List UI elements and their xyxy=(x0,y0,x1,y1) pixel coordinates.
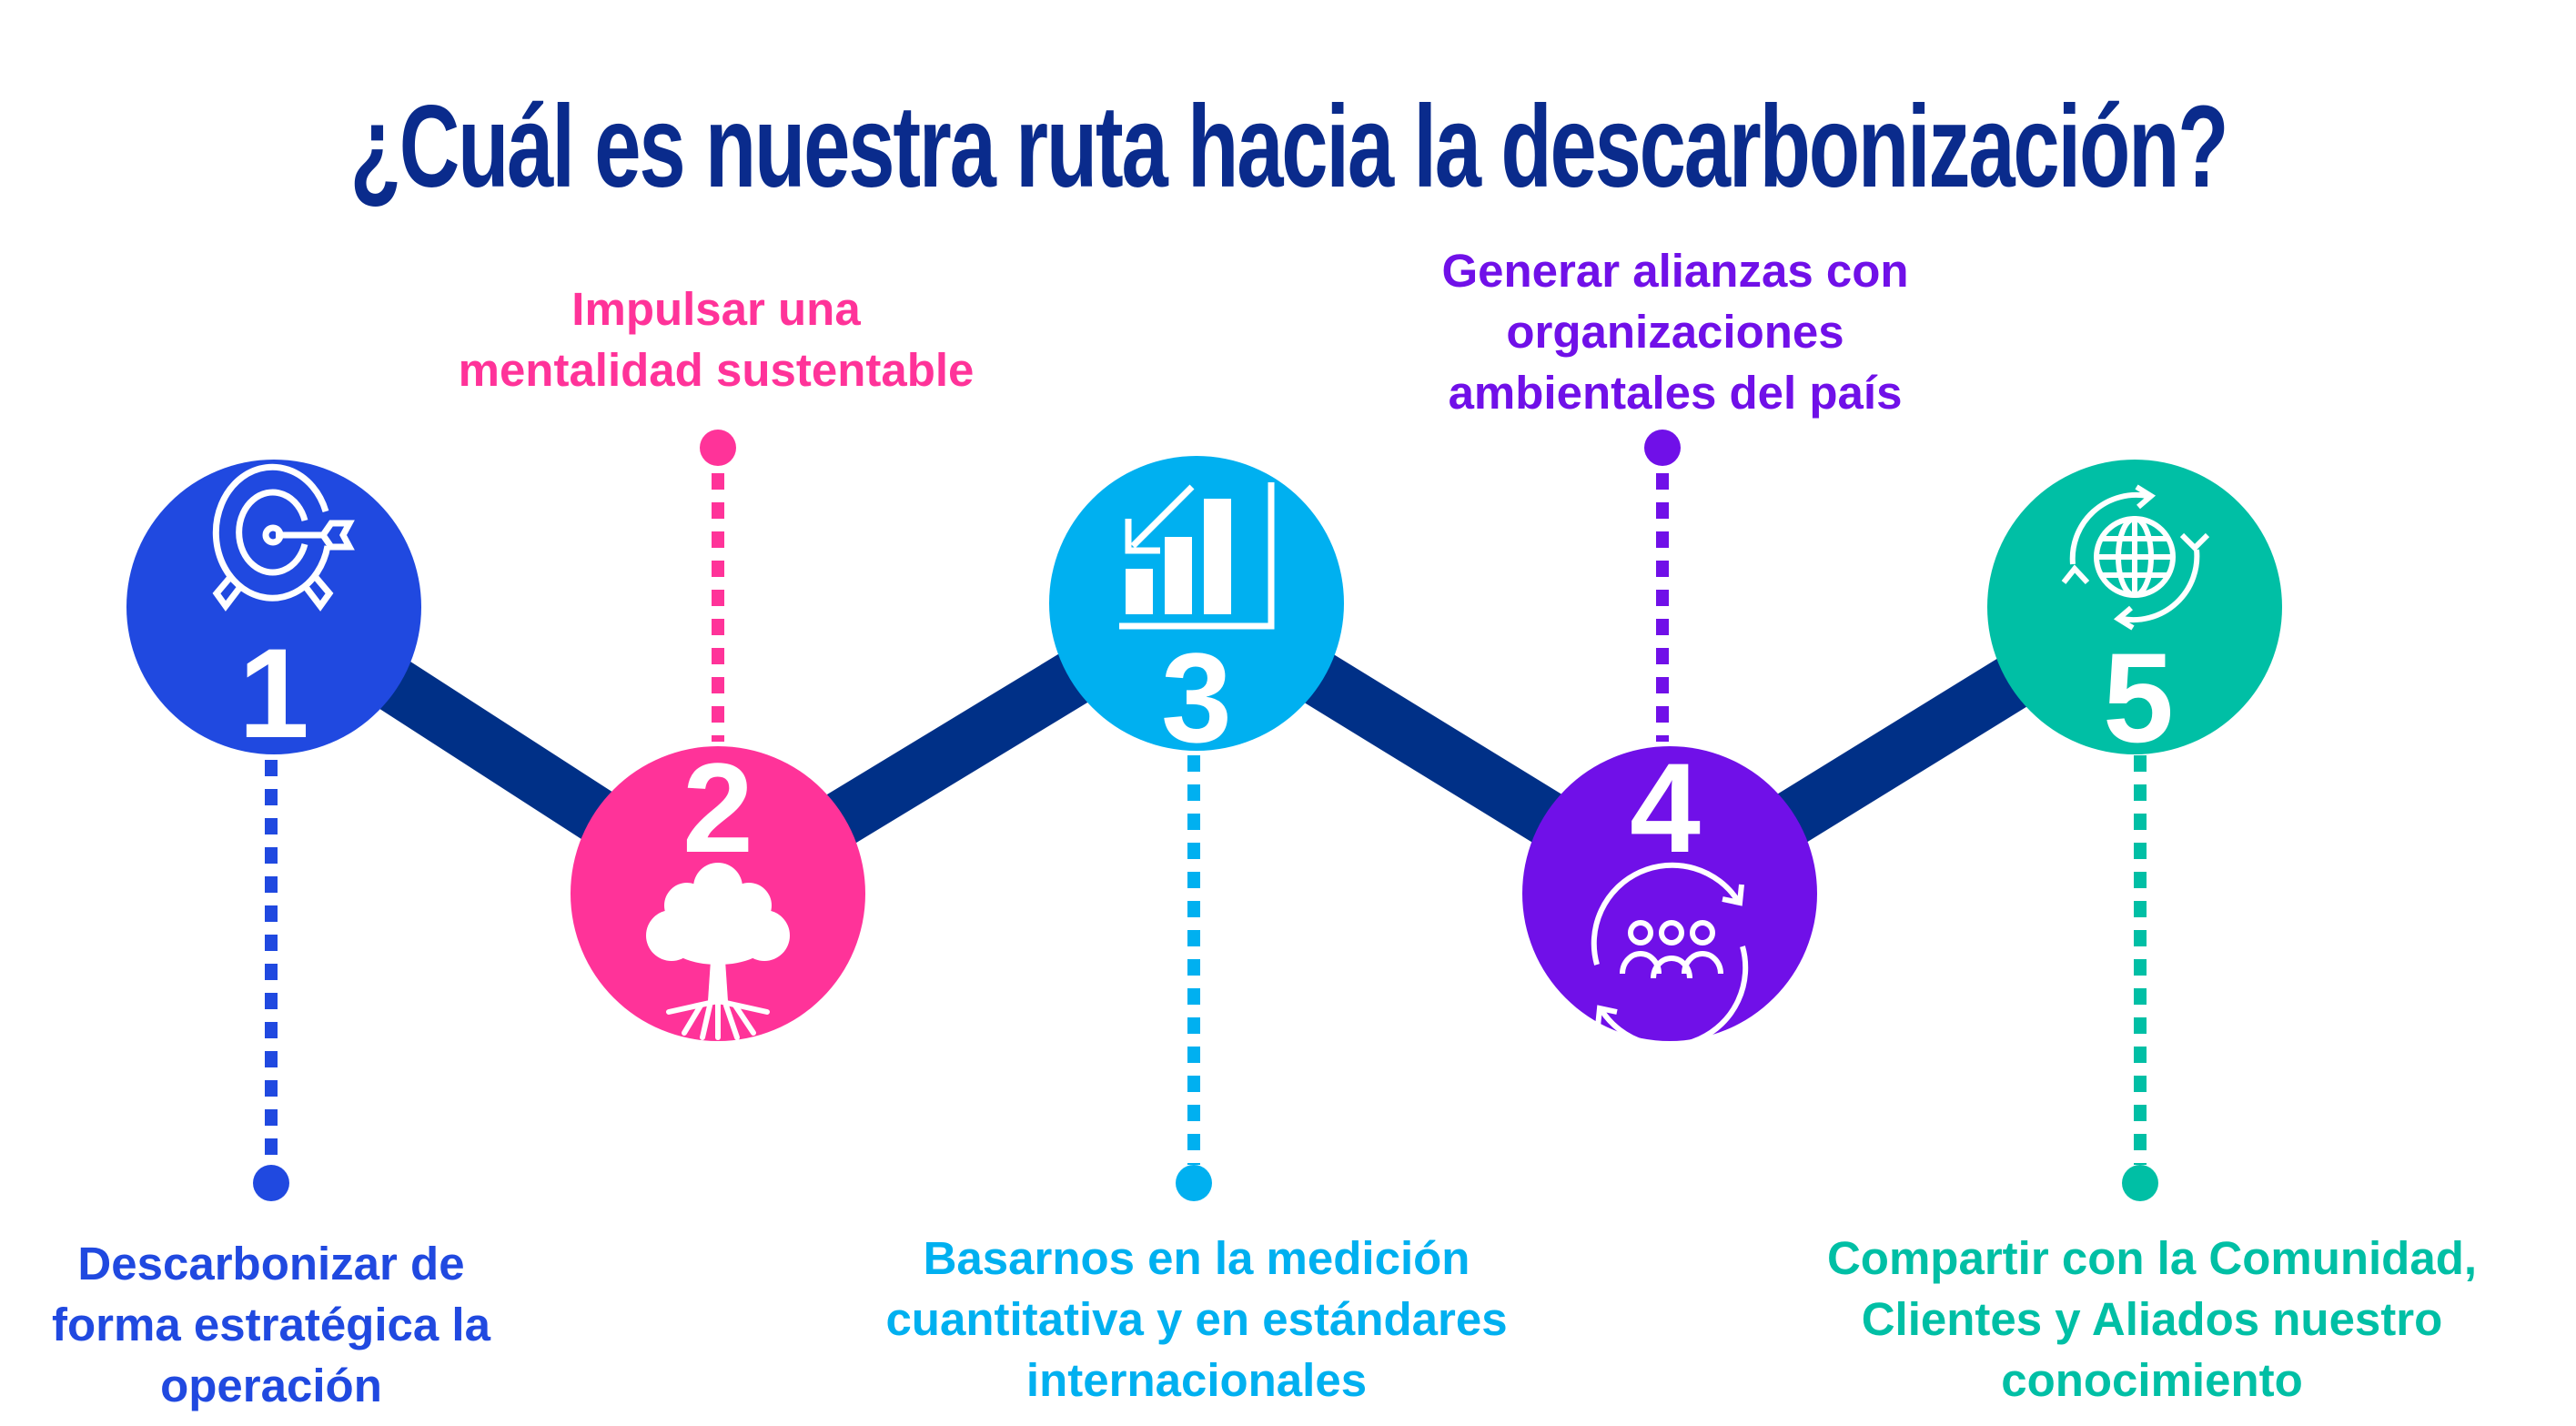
step-number: 5 xyxy=(2103,626,2174,769)
step-2-circle: 2 xyxy=(571,736,865,1041)
connector-2 xyxy=(700,430,736,742)
label-line: Generar alianzas con xyxy=(1441,245,1909,297)
step-number: 1 xyxy=(238,622,309,764)
label-line: ambientales del país xyxy=(1448,367,1903,419)
step-5-label: Compartir con la Comunidad, Clientes y A… xyxy=(1697,1228,2576,1411)
step-number: 2 xyxy=(682,736,753,879)
people-cycle-icon xyxy=(1591,862,1749,1049)
tree-roots-icon xyxy=(646,863,790,1040)
step-3-circle: 3 xyxy=(1049,456,1344,769)
label-line: Descarbonizar de xyxy=(77,1238,465,1289)
label-line: Impulsar una xyxy=(571,283,861,335)
step-1-circle: 1 xyxy=(126,460,421,764)
step-1-label: Descarbonizar de forma estratégica la op… xyxy=(0,1233,726,1416)
step-number: 3 xyxy=(1161,626,1232,769)
label-line: forma estratégica la xyxy=(52,1299,490,1350)
step-number: 4 xyxy=(1630,736,1701,879)
label-line: operación xyxy=(160,1360,382,1411)
label-line: cuantitativa y en estándares xyxy=(885,1293,1508,1345)
page-title: ¿Cuál es nuestra ruta hacia la descarbon… xyxy=(349,82,2228,212)
label-line: Basarnos en la medición xyxy=(923,1232,1470,1284)
target-arrow-icon xyxy=(212,463,355,612)
connector-3 xyxy=(1176,755,1212,1201)
connector-4 xyxy=(1644,430,1681,742)
bar-chart-down-arrow-icon xyxy=(1119,482,1275,630)
label-line: internacionales xyxy=(1025,1354,1368,1406)
connector-1 xyxy=(253,760,289,1201)
label-line: organizaciones xyxy=(1506,306,1844,358)
globe-cycle-icon xyxy=(2061,484,2210,631)
step-3-label: Basarnos en la medición cuantitativa y e… xyxy=(742,1228,1652,1411)
label-line: conocimiento xyxy=(2001,1354,2303,1406)
step-4-circle: 4 xyxy=(1522,736,1817,1049)
step-4-label: Generar alianzas con organizaciones ambi… xyxy=(1220,240,2130,423)
step-5-circle: 5 xyxy=(1987,460,2282,769)
label-line: Compartir con la Comunidad, xyxy=(1826,1232,2478,1284)
step-2-label: Impulsar una mentalidad sustentable xyxy=(261,278,1171,400)
label-line: Clientes y Aliados nuestro xyxy=(1861,1293,2443,1345)
label-line: mentalidad sustentable xyxy=(458,344,975,396)
connector-5 xyxy=(2122,755,2158,1201)
